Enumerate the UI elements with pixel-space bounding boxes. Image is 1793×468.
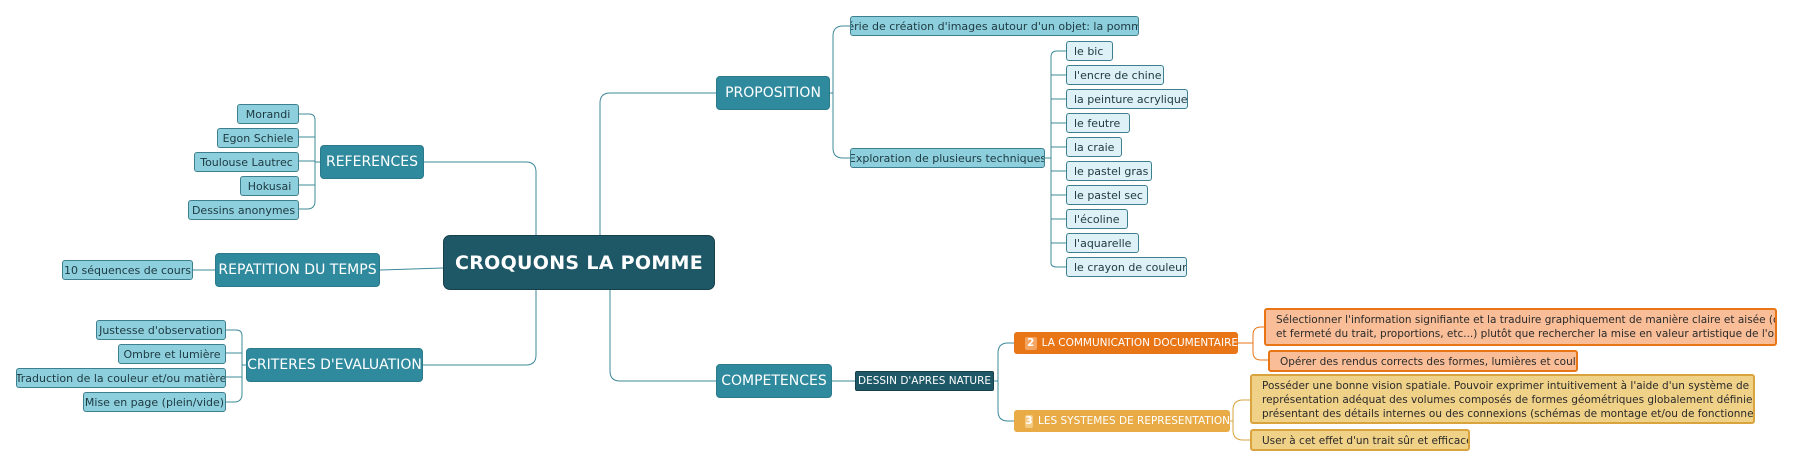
- repartition-item[interactable]: 10 séquences de cours: [62, 260, 193, 280]
- note-line: User à cet effet d'un trait sûr et effic…: [1262, 435, 1470, 447]
- note-line: et fermeté du trait, proportions, etc...…: [1276, 328, 1777, 340]
- topic-criteres[interactable]: CRITERES D'EVALUATION: [246, 348, 423, 382]
- subtopic-dessin-nature-label: DESSIN D'APRES NATURE: [857, 375, 991, 387]
- competence-representation[interactable]: 3 LES SYSTEMES DE REPRESENTATION: [1014, 410, 1230, 432]
- technique-item[interactable]: l'encre de chine: [1066, 65, 1164, 85]
- competence-communication-label: LA COMMUNICATION DOCUMENTAIRE: [1041, 337, 1238, 349]
- reference-item[interactable]: Toulouse Lautrec: [194, 152, 299, 172]
- subtopic-serie-creation-label: Série de création d'images autour d'un o…: [850, 19, 1139, 33]
- reference-item[interactable]: Hokusai: [240, 176, 299, 196]
- technique-label: l'aquarelle: [1074, 236, 1132, 250]
- topic-repartition[interactable]: REPATITION DU TEMPS: [215, 253, 380, 287]
- technique-label: le crayon de couleur: [1074, 260, 1187, 274]
- topic-references[interactable]: REFERENCES: [320, 145, 424, 179]
- reference-label: Toulouse Lautrec: [200, 155, 293, 169]
- note-line: présentant des détails internes ou des c…: [1262, 408, 1755, 420]
- topic-proposition[interactable]: PROPOSITION: [716, 76, 830, 110]
- reference-item[interactable]: Morandi: [237, 104, 299, 124]
- reference-item[interactable]: Dessins anonymes: [188, 200, 299, 220]
- technique-label: le pastel sec: [1074, 188, 1143, 202]
- technique-item[interactable]: le pastel sec: [1066, 185, 1148, 205]
- critere-label: Mise en page (plein/vide): [84, 395, 225, 409]
- critere-item[interactable]: Mise en page (plein/vide): [83, 392, 226, 412]
- critere-item[interactable]: Traduction de la couleur et/ou matière: [16, 368, 226, 388]
- repartition-label: 10 séquences de cours: [64, 263, 191, 277]
- note-representation-2[interactable]: User à cet effet d'un trait sûr et effic…: [1250, 429, 1470, 451]
- technique-item[interactable]: le feutre: [1066, 113, 1130, 133]
- reference-item[interactable]: Egon Schiele: [217, 128, 299, 148]
- technique-item[interactable]: le crayon de couleur: [1066, 257, 1187, 277]
- topic-repartition-label: REPATITION DU TEMPS: [218, 262, 377, 278]
- critere-label: Justesse d'observation: [99, 323, 223, 337]
- technique-item[interactable]: l'écoline: [1066, 209, 1128, 229]
- technique-label: la craie: [1074, 140, 1115, 154]
- note-representation-1[interactable]: Posséder une bonne vision spatiale. Pouv…: [1250, 374, 1755, 424]
- critere-label: Ombre et lumière: [123, 347, 221, 361]
- technique-label: le feutre: [1074, 116, 1121, 130]
- technique-item[interactable]: le bic: [1066, 41, 1113, 61]
- critere-item[interactable]: Ombre et lumière: [118, 344, 226, 364]
- note-line: représentation adéquat des volumes compo…: [1262, 394, 1755, 406]
- root-label: CROQUONS LA POMME: [454, 251, 704, 274]
- topic-competences-label: COMPETENCES: [721, 373, 827, 389]
- reference-label: Egon Schiele: [222, 131, 294, 145]
- topic-criteres-label: CRITERES D'EVALUATION: [247, 357, 422, 373]
- subtopic-serie-creation[interactable]: Série de création d'images autour d'un o…: [850, 16, 1139, 36]
- note-communication-1[interactable]: Sélectionner l'information signifiante e…: [1264, 308, 1777, 346]
- reference-label: Morandi: [245, 107, 291, 121]
- critere-item[interactable]: Justesse d'observation: [96, 320, 226, 340]
- note-communication-2[interactable]: Opérer des rendus corrects des formes, l…: [1268, 350, 1578, 372]
- competence-representation-label: LES SYSTEMES DE REPRESENTATION: [1038, 415, 1230, 427]
- topic-proposition-label: PROPOSITION: [725, 85, 821, 101]
- technique-label: le pastel gras: [1074, 164, 1149, 178]
- topic-competences[interactable]: COMPETENCES: [716, 364, 832, 398]
- competence-communication[interactable]: 2 LA COMMUNICATION DOCUMENTAIRE: [1014, 332, 1238, 354]
- technique-label: l'encre de chine: [1074, 68, 1162, 82]
- note-line: Posséder une bonne vision spatiale. Pouv…: [1262, 380, 1750, 392]
- technique-label: le bic: [1074, 44, 1104, 58]
- note-line: Opérer des rendus corrects des formes, l…: [1280, 356, 1578, 368]
- note-line: Sélectionner l'information signifiante e…: [1276, 314, 1777, 326]
- subtopic-dessin-nature[interactable]: DESSIN D'APRES NATURE: [855, 371, 994, 391]
- topic-references-label: REFERENCES: [325, 154, 419, 170]
- technique-item[interactable]: la craie: [1066, 137, 1122, 157]
- subtopic-exploration-label: Exploration de plusieurs techniques: [850, 151, 1045, 165]
- technique-item[interactable]: la peinture acrylique: [1066, 89, 1188, 109]
- technique-item[interactable]: l'aquarelle: [1066, 233, 1139, 253]
- subtopic-exploration[interactable]: Exploration de plusieurs techniques: [850, 148, 1045, 168]
- technique-label: l'écoline: [1074, 212, 1120, 226]
- technique-item[interactable]: le pastel gras: [1066, 161, 1152, 181]
- reference-label: Hokusai: [247, 179, 292, 193]
- critere-label: Traduction de la couleur et/ou matière: [16, 371, 226, 385]
- root-topic[interactable]: CROQUONS LA POMME: [443, 235, 715, 290]
- reference-label: Dessins anonymes: [191, 203, 296, 217]
- number-badge: 3: [1025, 414, 1034, 428]
- number-badge: 2: [1025, 336, 1037, 350]
- technique-label: la peinture acrylique: [1074, 92, 1188, 106]
